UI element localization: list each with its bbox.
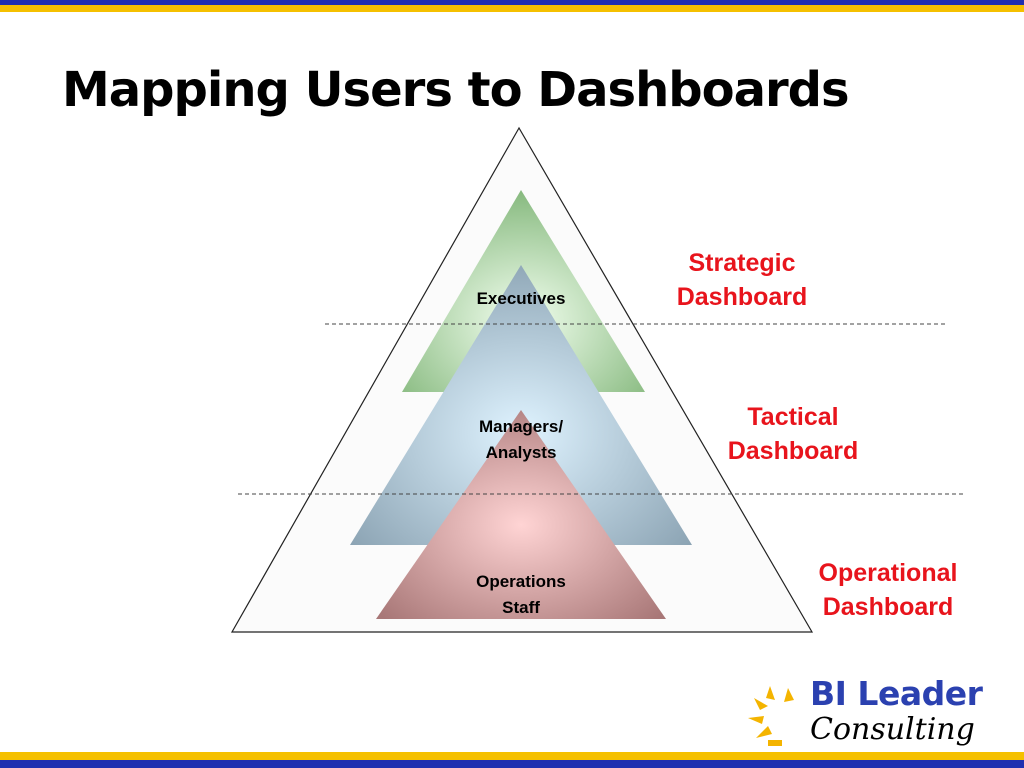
- company-logo: BI Leader Consulting: [748, 672, 1008, 756]
- sun-icon: [748, 686, 794, 746]
- logo-subtitle: Consulting: [810, 712, 975, 747]
- bottom-band-blue: [0, 760, 1024, 768]
- tier-label-operations: Operations Staff: [476, 572, 566, 617]
- top-band-blue: [0, 0, 1024, 5]
- tier-label-executives: Executives: [476, 289, 566, 308]
- logo-name: BI Leader: [810, 674, 983, 713]
- level-label-strategic: Strategic Dashboard: [676, 249, 808, 311]
- tier-managers-shape: [350, 265, 692, 545]
- slide-title: Mapping Users to Dashboards: [62, 62, 850, 118]
- tier-operations-shape: [376, 410, 666, 619]
- level-label-operational: Operational Dashboard: [818, 559, 958, 621]
- top-band-gold: [0, 5, 1024, 12]
- level-label-tactical: Tactical Dashboard: [727, 403, 859, 465]
- bottom-band-gold: [0, 752, 1024, 760]
- tier-label-managers: Managers/ Analysts: [478, 417, 564, 462]
